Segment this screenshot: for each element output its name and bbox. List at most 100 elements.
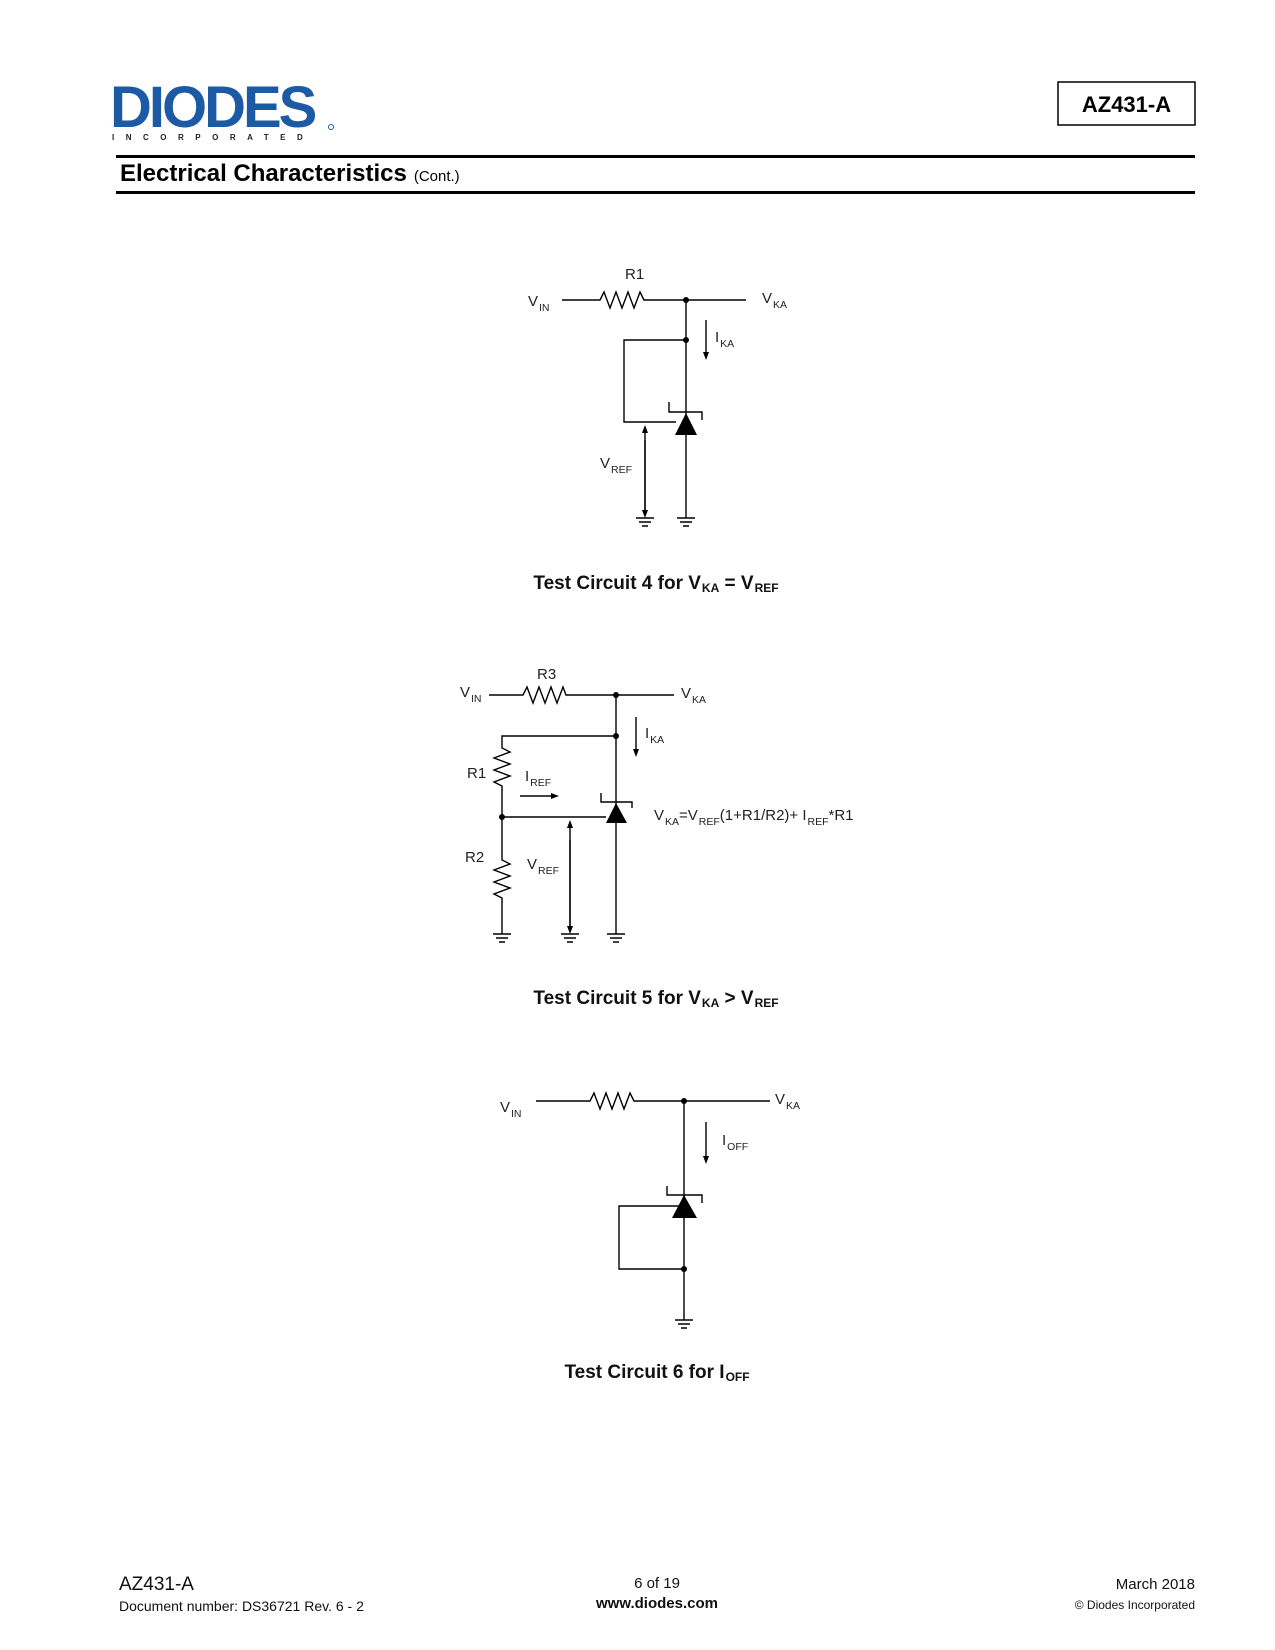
diodes-logo-subtext: INCORPORATED: [112, 133, 315, 142]
iref-label: IREF: [525, 768, 551, 789]
vref-subscript: REF: [611, 464, 633, 476]
diodes-logo: DIODES: [110, 75, 317, 140]
shunt-regulator-icon: [606, 803, 627, 823]
caption-circuit-5: Test Circuit 5 for VKA > VREF: [356, 988, 956, 1010]
ground-icon: [561, 933, 579, 943]
resistor-wire: [536, 1091, 770, 1111]
vka-formula: VKA=VREF(1+R1/R2)+ IREF*R1: [654, 807, 854, 828]
caption-text-mid: > V: [719, 988, 754, 1009]
ika-symbol: I: [645, 725, 650, 742]
resistor-divider-wire: [492, 735, 616, 934]
r3-label: R3: [537, 666, 557, 683]
caption-subscript: KA: [701, 996, 720, 1010]
vref-label: VREF: [527, 856, 559, 877]
vref-symbol: V: [600, 455, 611, 472]
caption-subscript-2: REF: [754, 996, 779, 1010]
footer-part-number: AZ431-A: [119, 1574, 194, 1595]
footer-page-number: 6 of 19: [634, 1575, 680, 1592]
vref-subscript: REF: [538, 865, 560, 877]
caption-subscript-2: REF: [754, 581, 779, 595]
caption-text-mid: = V: [719, 573, 754, 594]
caption-circuit-4: Test Circuit 4 for VKA = VREF: [356, 573, 956, 595]
caption-text: Test Circuit 6 for I: [564, 1362, 725, 1383]
vin-symbol: V: [460, 684, 471, 701]
header-rule-top: [116, 155, 1195, 158]
vka-label: VKA: [762, 290, 787, 311]
ioff-label: IOFF: [722, 1132, 748, 1153]
circuit-element: [613, 692, 619, 698]
vin-subscript: IN: [539, 302, 550, 314]
ground-icon: [607, 933, 625, 943]
r1-label: R1: [625, 266, 645, 283]
ground-icon: [675, 1319, 693, 1329]
part-number-box: [1057, 81, 1196, 126]
formula-part: (1+R1/R2)+ I: [719, 807, 807, 824]
circuit-element: [499, 814, 505, 820]
ika-label: IKA: [645, 725, 664, 746]
circuit-element: [618, 1205, 684, 1270]
ioff-subscript: OFF: [727, 1141, 749, 1153]
ika-subscript: KA: [650, 734, 665, 746]
test-circuit-5-wiring: [489, 685, 674, 943]
vin-label: VIN: [528, 293, 550, 314]
circuit-element: [600, 793, 633, 808]
formula-part: V: [654, 807, 665, 824]
caption-circuit-6: Test Circuit 6 for IOFF: [357, 1362, 957, 1384]
footer-website-link[interactable]: www.diodes.com: [596, 1595, 718, 1612]
ioff-symbol: I: [722, 1132, 727, 1149]
vka-subscript: KA: [692, 694, 707, 706]
caption-subscript: OFF: [725, 1370, 750, 1384]
r2-label: R2: [465, 849, 485, 866]
formula-subscript: KA: [665, 816, 680, 828]
vin-label: VIN: [500, 1099, 522, 1120]
part-number: AZ431-A: [1081, 92, 1172, 117]
vref-symbol: V: [527, 856, 538, 873]
formula-subscript: REF: [698, 816, 720, 828]
vka-label: VKA: [775, 1091, 800, 1112]
vin-label: VIN: [460, 684, 482, 705]
formula-part: =V: [679, 807, 698, 824]
circuit-element: [613, 733, 619, 739]
caption-subscript: KA: [701, 581, 720, 595]
footer-copyright: © Diodes Incorporated: [1074, 1598, 1195, 1612]
circuit-element: [681, 1266, 687, 1272]
circuit-element: [666, 1186, 703, 1203]
ground-icon: [493, 933, 511, 943]
vka-symbol: V: [762, 290, 773, 307]
vin-symbol: V: [528, 293, 539, 310]
test-circuit-4-wiring: [562, 290, 746, 527]
formula-part: *R1: [828, 807, 854, 824]
caption-text: Test Circuit 5 for V: [533, 988, 701, 1009]
vka-symbol: V: [775, 1091, 786, 1108]
section-title-suffix: (Cont.): [413, 168, 460, 185]
circuit-element: [683, 297, 689, 303]
ika-symbol: I: [715, 329, 720, 346]
ika-subscript: KA: [720, 338, 735, 350]
resistor-r1-wire: [562, 290, 746, 310]
section-title-text: Electrical Characteristics: [120, 160, 407, 187]
vka-symbol: V: [681, 685, 692, 702]
circuit-element: [623, 339, 686, 423]
formula-subscript: REF: [807, 816, 829, 828]
shunt-regulator-icon: [672, 1195, 697, 1218]
vin-subscript: IN: [511, 1108, 522, 1120]
ground-icon: [677, 517, 695, 527]
shunt-regulator-icon: [675, 413, 697, 435]
footer-doc-number: Document number: DS36721 Rev. 6 - 2: [119, 1598, 364, 1614]
ground-icon: [636, 517, 654, 527]
circuit-element: [681, 1098, 687, 1104]
resistor-r3-wire: [489, 685, 674, 705]
vin-subscript: IN: [471, 693, 482, 705]
circuit-element: [668, 402, 703, 420]
header-rule-bottom: [116, 191, 1195, 194]
circuit-element: [683, 337, 689, 343]
vin-symbol: V: [500, 1099, 511, 1116]
vka-label: VKA: [681, 685, 706, 706]
iref-subscript: REF: [530, 777, 552, 789]
iref-symbol: I: [525, 768, 530, 785]
vref-label: VREF: [600, 455, 632, 476]
test-circuit-6-wiring: [536, 1091, 770, 1329]
ika-label: IKA: [715, 329, 734, 350]
r1-label: R1: [467, 765, 487, 782]
